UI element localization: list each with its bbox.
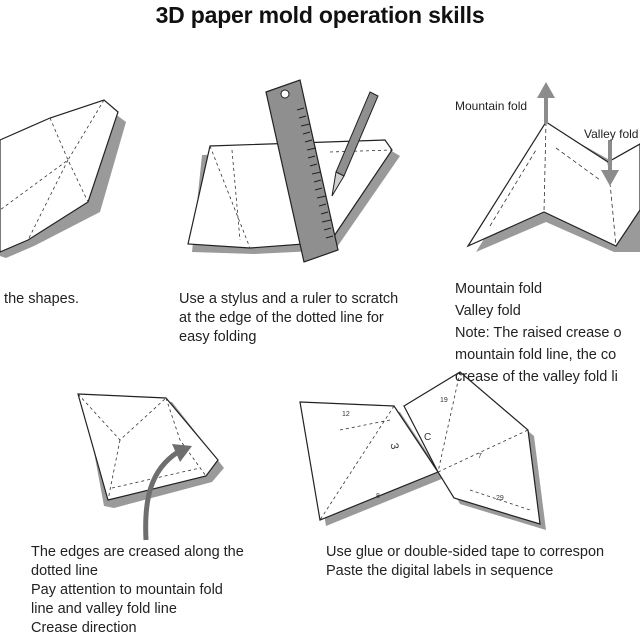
part-number-label: C (424, 432, 431, 443)
glue-fold-line (319, 405, 395, 521)
glue-fold-line (469, 489, 531, 511)
glue-fold-line (437, 429, 529, 473)
caption-line: crease of the valley fold li (455, 369, 618, 385)
step-scratch-caption: Use a stylus and a ruler to scratch at t… (179, 290, 398, 347)
crease-fold-line (107, 439, 121, 501)
arrow-down-icon (601, 140, 619, 186)
fold-edge-line (555, 147, 601, 181)
cut-shape-fold-line (27, 159, 69, 241)
caption-line: at the edge of the dotted line for (179, 310, 384, 326)
caption-line: Crease direction (31, 620, 137, 636)
caption-line: Valley fold (455, 303, 521, 319)
part-number-label: 8 (376, 493, 380, 500)
crease-paper (77, 393, 219, 501)
cut-shape-paper (0, 99, 119, 253)
step-fold-types-caption: Mountain fold Valley fold Note: The rais… (455, 278, 622, 388)
scratch-fold-line (209, 145, 251, 249)
caption-line: easy folding (179, 329, 257, 345)
part-number-label: 3 (388, 442, 401, 450)
stylus-icon (331, 91, 379, 197)
page-title: 3D paper mold operation skills (155, 2, 485, 28)
step-glue-caption: Use glue or double-sided tape to corresp… (326, 543, 604, 581)
fold-paper (466, 121, 640, 248)
crease-fold-line (165, 397, 207, 477)
glue-fold-line (339, 419, 391, 431)
caption-line: Note: The raised crease o (455, 325, 622, 341)
cut-shape-illustration (0, 99, 126, 258)
cut-shape-fold-line (0, 99, 105, 211)
part-number-label: 12 (342, 411, 350, 418)
step-cut-caption: t the shapes. (0, 290, 79, 309)
mountain-fold-line (543, 121, 547, 213)
valley-fold-label: Valley fold (584, 127, 638, 141)
ruler-icon (265, 79, 339, 263)
caption-line: mountain fold line, the co (455, 347, 617, 363)
caption-line: Mountain fold (455, 281, 543, 297)
crease-illustration (77, 393, 224, 541)
scratch-fold-line (329, 149, 393, 153)
caption-line: t the shapes. (0, 291, 80, 307)
arrow-up-icon (537, 82, 555, 124)
glue-right-piece (403, 371, 541, 525)
scratch-illustration (187, 79, 400, 263)
glue-fold-line (437, 371, 461, 473)
caption-line: dotted line (31, 563, 98, 579)
ruler-hole (280, 89, 290, 99)
part-number-label: 7 (478, 453, 482, 460)
fold-edge-line (489, 149, 537, 227)
step-crease-caption: The edges are creased along the dotted l… (31, 543, 244, 638)
curved-arrow-icon (143, 444, 192, 541)
part-number-label: 19 (440, 397, 448, 404)
ruler-ticks (296, 107, 334, 239)
mountain-fold-label: Mountain fold (455, 99, 527, 113)
caption-line: Use a stylus and a ruler to scratch (179, 291, 399, 307)
caption-line: Paste the digital labels in sequence (326, 563, 554, 579)
caption-line: line and valley fold line (31, 601, 177, 617)
caption-line: Pay attention to mountain fold (31, 582, 223, 598)
part-number-label: 29 (496, 495, 504, 502)
fold-types-illustration: Mountain fold Valley fold (455, 82, 640, 252)
glue-illustration: 12 3 8 19 C 7 29 (299, 371, 546, 530)
caption-line: The edges are creased along the (31, 544, 244, 560)
caption-line: Use glue or double-sided tape to corresp… (326, 544, 605, 560)
